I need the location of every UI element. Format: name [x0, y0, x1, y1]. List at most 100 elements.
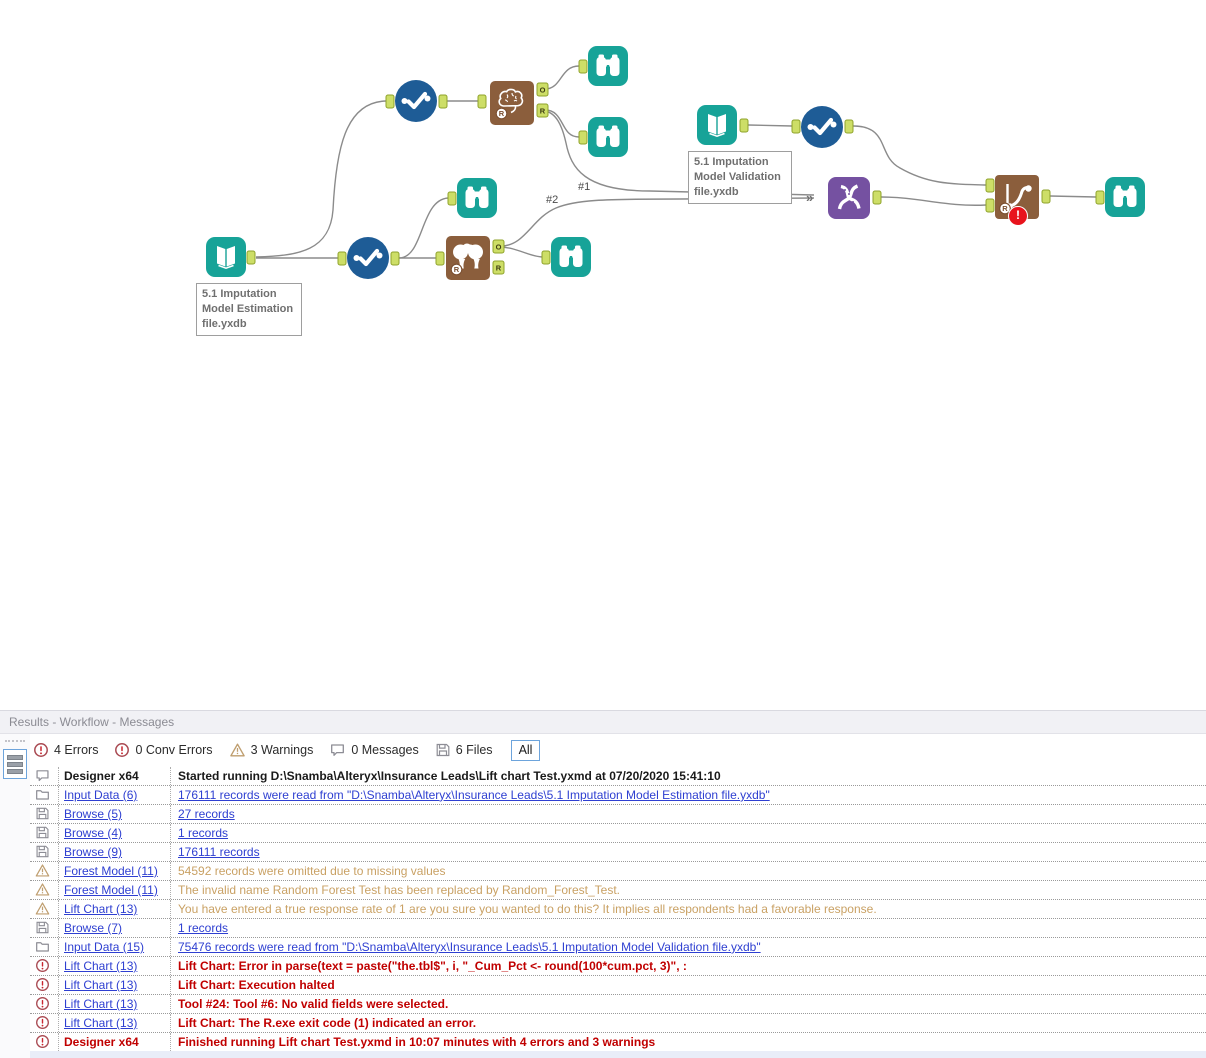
message-text[interactable]: 27 records — [178, 806, 235, 821]
drag-grip[interactable] — [5, 740, 25, 745]
message-row[interactable]: Input Data (6) 176111 records were read f… — [30, 785, 1206, 805]
tool-name-link[interactable]: Lift Chart (13) — [64, 901, 138, 916]
message-row[interactable]: Lift Chart (13) You have entered a true r… — [30, 899, 1206, 919]
message-text-cell: Started running D:\Snamba\Alteryx\Insura… — [171, 769, 1206, 783]
output-anchor — [1041, 189, 1051, 204]
input-anchor — [337, 251, 347, 266]
browse-tool-3[interactable] — [457, 178, 497, 223]
messages-filter[interactable]: 0 Messages — [329, 742, 419, 758]
tool-name-link: Designer x64 — [64, 1034, 139, 1049]
input-anchor — [985, 178, 995, 193]
message-text[interactable]: 176111 records were read from "D:\Snamba… — [178, 787, 770, 802]
message-text-cell: Lift Chart: Execution halted — [171, 978, 1206, 992]
select-tool-bottom[interactable] — [347, 237, 389, 284]
message-tool-cell: Designer x64 — [59, 766, 171, 785]
input-data-tool-estimation[interactable] — [206, 237, 246, 282]
message-row[interactable]: Forest Model (11) 54592 records were omit… — [30, 861, 1206, 881]
message-icon-cell — [30, 842, 59, 861]
file-icon — [35, 825, 50, 840]
message-text-cell: 1 records — [171, 826, 1206, 840]
message-text: Started running D:\Snamba\Alteryx\Insura… — [178, 768, 721, 783]
message-icon — [331, 744, 345, 757]
message-text-cell: You have entered a true response rate of… — [171, 902, 1206, 916]
tool-name-link[interactable]: Browse (5) — [64, 806, 123, 821]
message-row[interactable]: Browse (5) 27 records — [30, 804, 1206, 824]
message-row[interactable]: Lift Chart (13) Lift Chart: Error in pars… — [30, 956, 1206, 976]
tool-name-link[interactable]: Input Data (6) — [64, 787, 138, 802]
error-icon — [35, 1034, 50, 1049]
messages-view-button[interactable] — [3, 749, 27, 779]
select-tool-validation[interactable] — [801, 106, 843, 153]
decision-tree-tool[interactable]: R — [446, 236, 490, 285]
tool-name-link[interactable]: Lift Chart (13) — [64, 1015, 138, 1030]
browse-tool-4[interactable] — [551, 237, 591, 282]
results-side-strip — [0, 734, 30, 1058]
message-icon-cell — [30, 861, 59, 880]
filter-all-button[interactable]: All — [510, 739, 541, 761]
input-anchor — [578, 59, 588, 74]
message-row[interactable]: Input Data (15) 75476 records were read f… — [30, 937, 1206, 957]
tool-name-link[interactable]: Browse (9) — [64, 844, 123, 859]
messages-list: Designer x64 Started running D:\Snamba\Al… — [30, 766, 1206, 1052]
tool-name-link[interactable]: Forest Model (11) — [64, 863, 158, 878]
error-icon — [35, 996, 50, 1011]
message-icon-cell — [30, 785, 59, 804]
tool-name-link[interactable]: Browse (4) — [64, 825, 123, 840]
message-text[interactable]: 75476 records were read from "D:\Snamba\… — [178, 939, 761, 954]
message-text[interactable]: 1 records — [178, 920, 229, 935]
folder-icon — [35, 939, 50, 954]
message-row[interactable]: Designer x64 Started running D:\Snamba\Al… — [30, 766, 1206, 786]
browse-tool-5[interactable] — [1105, 177, 1145, 222]
union-icon — [828, 177, 870, 219]
file-icon — [35, 920, 50, 935]
annotation-validation[interactable]: 5.1 Imputation Model Validation file.yxd… — [688, 151, 792, 204]
browse-tool-1[interactable] — [588, 46, 628, 91]
input-data-tool-validation[interactable] — [697, 105, 737, 150]
warning-icon — [35, 901, 50, 916]
annotation-estimation[interactable]: 5.1 Imputation Model Estimation file.yxd… — [196, 283, 302, 336]
tool-error-badge: ! — [1008, 206, 1028, 226]
message-text: 54592 records were omitted due to missin… — [178, 863, 446, 878]
input-anchor — [985, 198, 995, 213]
tool-name-link[interactable]: Lift Chart (13) — [64, 958, 138, 973]
results-panel-header[interactable]: Results - Workflow - Messages — [0, 711, 1206, 734]
anchor-letter: R — [496, 264, 502, 273]
warnings-filter[interactable]: 3 Warnings — [229, 742, 313, 758]
message-row[interactable]: Forest Model (11)The invalid name Random… — [30, 880, 1206, 900]
message-row[interactable]: Lift Chart (13) Lift Chart: Execution hal… — [30, 975, 1206, 995]
message-text[interactable]: 176111 records — [178, 844, 260, 859]
select-tool-top[interactable] — [395, 80, 437, 127]
browse-icon — [588, 46, 628, 86]
tool-name-link[interactable]: Browse (7) — [64, 920, 123, 935]
message-text: Lift Chart: Error in parse(text = paste(… — [178, 958, 687, 973]
errors-filter[interactable]: 4 Errors — [33, 742, 98, 758]
tool-name-link[interactable]: Input Data (15) — [64, 939, 145, 954]
conv-errors-filter[interactable]: 0 Conv Errors — [114, 742, 213, 758]
message-text: You have entered a true response rate of… — [178, 901, 877, 916]
message-row[interactable]: Browse (4) 1 records — [30, 823, 1206, 843]
lift-chart-tool[interactable]: R — [995, 175, 1039, 224]
tool-name-link[interactable]: Forest Model (11) — [64, 882, 158, 897]
tool-name-link[interactable]: Lift Chart (13) — [64, 996, 138, 1011]
message-row[interactable]: Browse (9) 176111 records — [30, 842, 1206, 862]
browse-tool-2[interactable] — [588, 117, 628, 162]
tool-name-link[interactable]: Lift Chart (13) — [64, 977, 138, 992]
message-tool-cell: Lift Chart (13) — [59, 1013, 171, 1032]
message-row[interactable]: Browse (7) 1 records — [30, 918, 1206, 938]
message-row[interactable]: Lift Chart (13)Tool #24: Tool #6: No val… — [30, 994, 1206, 1014]
message-row[interactable]: Lift Chart (13)Lift Chart: The R.exe exi… — [30, 1013, 1206, 1033]
files-filter[interactable]: 6 Files — [435, 742, 493, 758]
message-text-cell: 176111 records — [171, 845, 1206, 859]
workflow-canvas[interactable]: O R O R #1 #2 » 5.1 Imputation Model Est… — [0, 0, 1206, 710]
forest-model-tool[interactable]: R — [490, 81, 534, 130]
union-tool[interactable] — [828, 177, 870, 224]
panel-footer — [30, 1051, 1206, 1058]
message-tool-cell: Lift Chart (13) — [59, 899, 171, 918]
message-text[interactable]: 1 records — [178, 825, 229, 840]
select-icon — [395, 80, 437, 122]
connection — [500, 246, 543, 258]
r-badge: R — [495, 107, 508, 120]
message-tool-cell: Browse (9) — [59, 842, 171, 861]
connection-label-2: #2 — [546, 194, 558, 206]
